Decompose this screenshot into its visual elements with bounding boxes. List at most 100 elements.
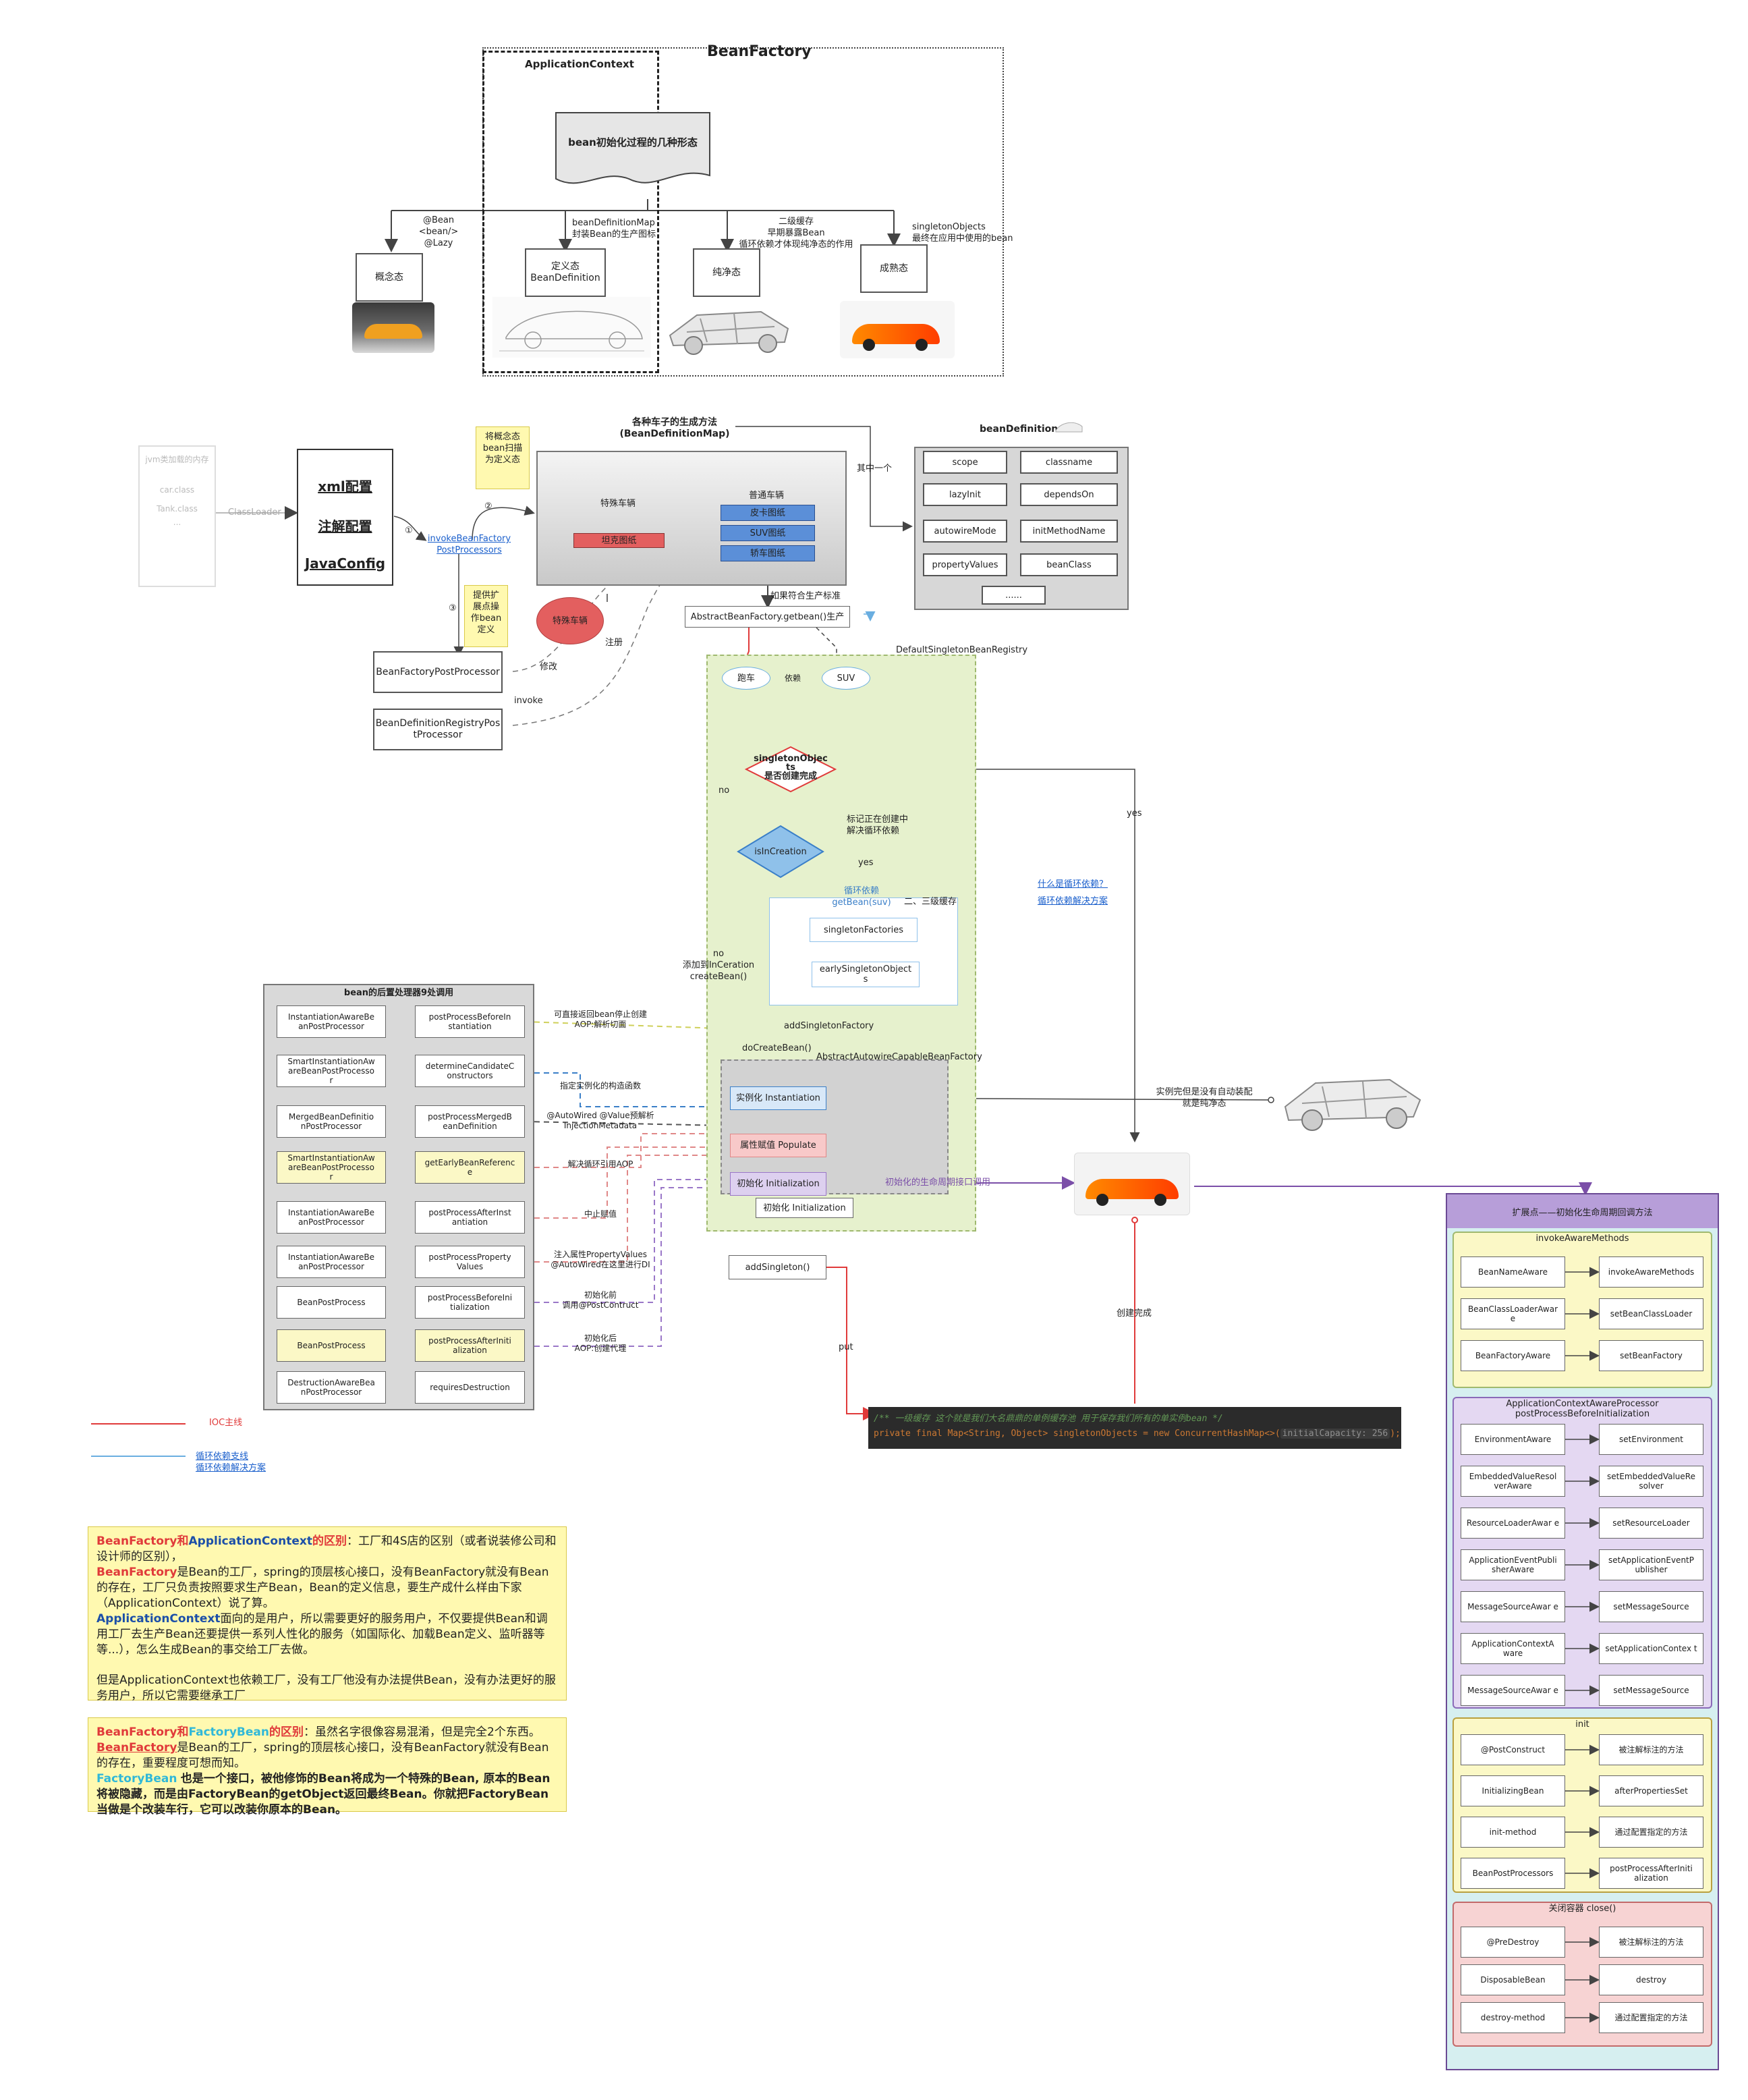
- ext-p3-interface-2: init-method: [1461, 1817, 1565, 1848]
- step1-marker: ①: [405, 526, 413, 536]
- ext-p4-method-0: 被注解标注的方法: [1599, 1927, 1703, 1958]
- invoke-label: invoke: [514, 696, 543, 706]
- car-body-concept: [364, 324, 422, 339]
- cache23-label: 二、三级缓存: [904, 897, 957, 907]
- normal-vehicle-label: 普通车辆: [749, 491, 785, 501]
- instance-pure-label: 实例完但是没有自动装配就是纯净态: [1156, 1087, 1253, 1109]
- state-concept: 概念态: [356, 253, 423, 302]
- classloader-label: ClassLoader: [228, 507, 281, 518]
- ext-p2-interface-2: ResourceLoaderAwar e: [1461, 1508, 1565, 1539]
- car-wheel-right: [915, 339, 928, 351]
- do-create-bean-label: doCreateBean(): [742, 1043, 812, 1053]
- appcontext-frame: [482, 51, 659, 373]
- bd-field-lazyinit: lazyInit: [923, 483, 1007, 506]
- ext-p3-interface-1: InitializingBean: [1461, 1775, 1565, 1806]
- code-declaration: private final Map<String, Object> single…: [874, 1429, 1401, 1439]
- cache-region: [769, 897, 958, 1005]
- modify-label: 修改: [540, 662, 558, 672]
- mature-car-wheel-l: [1096, 1194, 1108, 1206]
- ext-p4-method-2: 通过配置指定的方法: [1599, 2002, 1703, 2033]
- register-label: 注册: [605, 638, 623, 648]
- ext-p1-interface-0: BeanNameAware: [1461, 1256, 1565, 1288]
- pp-note-5: 注入属性PropertyValues@AutoWired在这里进行DI: [551, 1250, 650, 1269]
- populate-box: 属性赋值 Populate: [730, 1134, 826, 1157]
- put-label: put: [839, 1342, 853, 1352]
- pp-note-3: 解决循环引用AOP: [567, 1159, 633, 1169]
- mature-car-photo: [1074, 1153, 1190, 1215]
- suv-blueprint: SUV图纸: [721, 525, 815, 541]
- car-frame-image: [669, 310, 789, 355]
- bd-field-beanclass: beanClass: [1020, 553, 1118, 576]
- pp-note-1: 指定实例化的构造函数: [559, 1081, 641, 1090]
- ext-p1-method-0: invokeAwareMethods: [1599, 1256, 1703, 1288]
- bd-field-more: ......: [982, 586, 1046, 605]
- bd-field-dependson: dependsOn: [1020, 483, 1118, 506]
- legend-circular[interactable]: 循环依赖支线循环依赖解决方案: [196, 1452, 266, 1473]
- ext-p3-method-1: afterPropertiesSet: [1599, 1775, 1703, 1806]
- car-wheel-left: [863, 339, 875, 351]
- special-vehicle-label: 特殊车辆: [600, 499, 636, 509]
- no-label-1: no: [718, 785, 730, 796]
- one-of-label: 其中一个: [857, 464, 893, 474]
- paoche-node: 跑车: [722, 667, 770, 690]
- ext-p3-interface-0: @PostConstruct: [1461, 1734, 1565, 1765]
- ext-p1-interface-2: BeanFactoryAware: [1461, 1340, 1565, 1371]
- ext-p4-interface-0: @PreDestroy: [1461, 1927, 1565, 1958]
- yes-label-2: yes: [858, 858, 874, 868]
- car-photo-concept: [352, 302, 434, 353]
- mark-creating-label: 标记正在创建中解决循环依赖: [847, 814, 909, 836]
- ext-panel-title-p1: invokeAwareMethods: [1535, 1234, 1629, 1244]
- pp-title: bean的后置处理器9处调用: [343, 988, 454, 998]
- ext-p4-interface-2: destroy-method: [1461, 2002, 1565, 2033]
- depends-label: 依赖: [785, 673, 801, 683]
- step3-marker: ③: [449, 603, 457, 613]
- add-singleton-factory-label: addSingletonFactory: [784, 1021, 874, 1031]
- tank-blueprint: 坦克图纸: [573, 533, 665, 548]
- bd-car-thumbnail: [1055, 422, 1083, 433]
- ext-p2-method-5: setApplicationContex t: [1599, 1633, 1703, 1664]
- ext-p2-method-0: setEnvironment: [1599, 1424, 1703, 1455]
- ext-p2-interface-3: ApplicationEventPubli sherAware: [1461, 1549, 1565, 1580]
- pickup-blueprint: 皮卡图纸: [721, 505, 815, 521]
- ext-panel-title-p3: init: [1575, 1719, 1589, 1730]
- pp-note-6: 初始化前调用@PostContruct: [562, 1290, 639, 1310]
- circular-dep-links[interactable]: 什么是循环依赖？循环依赖解决方案: [1037, 879, 1108, 906]
- bd-field-initmethodname: initMethodName: [1020, 520, 1118, 543]
- ext-p2-interface-0: EnvironmentAware: [1461, 1424, 1565, 1455]
- suv-node: SUV: [822, 667, 870, 690]
- ext-panel-title-p4: 关闭容器 close(): [1548, 1904, 1616, 1914]
- pp-class-6: BeanPostProcess: [277, 1286, 386, 1319]
- bfpp-box: BeanFactoryPostProcessor: [373, 651, 503, 693]
- state-pure: 纯净态: [693, 248, 760, 297]
- initialization-box-2: 初始化 Initialization: [756, 1198, 853, 1218]
- init-lifecycle-label: 初始化的生命周期接口调用: [885, 1178, 991, 1188]
- car-photo-mature: [840, 301, 955, 358]
- pp-class-7: BeanPostProcess: [277, 1329, 386, 1362]
- instantiation-box: 实例化 Instantiation: [730, 1086, 826, 1110]
- pp-note-4: 中止赋值: [584, 1209, 617, 1219]
- note-bf-vs-fb: BeanFactory和FactoryBean的区别：虽然名字很像容易混淆，但是…: [88, 1717, 567, 1817]
- ext-p2-method-6: setMessageSource: [1599, 1675, 1703, 1706]
- ext-p3-method-3: postProcessAfterIniti alization: [1599, 1858, 1703, 1889]
